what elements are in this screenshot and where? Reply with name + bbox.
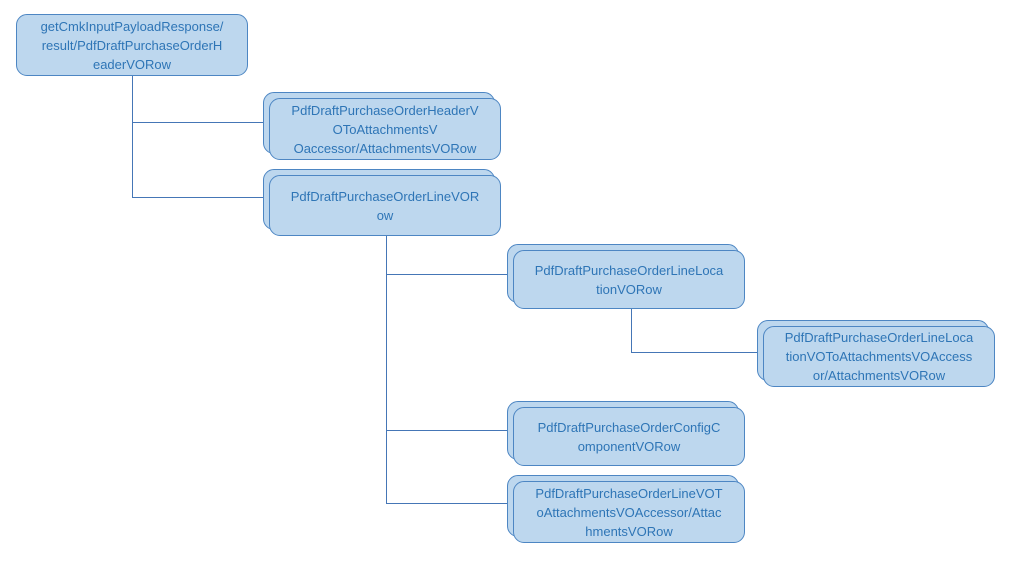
node-label: PdfDraftPurchaseOrderConfigC omponentVOR… [537,419,721,454]
node-shape[interactable]: getCmkInputPayloadResponse/ result/PdfDr… [16,14,248,76]
node-label: PdfDraftPurchaseOrderHeaderV OToAttachme… [291,102,479,156]
node-shape[interactable]: PdfDraftPurchaseOrderConfigC omponentVOR… [513,407,745,466]
connector-root-to-line [132,197,263,199]
connector-line-location-vertical [631,309,633,353]
connector-line-to-line-attachments [386,503,508,505]
node-shape[interactable]: PdfDraftPurchaseOrderLineLoca tionVOToAt… [763,326,995,387]
connector-root-vertical [132,76,134,198]
node-shape[interactable]: PdfDraftPurchaseOrderHeaderV OToAttachme… [269,98,501,160]
node-label: PdfDraftPurchaseOrderLineLoca tionVOToAt… [784,330,974,383]
node-shape[interactable]: PdfDraftPurchaseOrderLineLoca tionVORow [513,250,745,309]
node-label: PdfDraftPurchaseOrderLineVOR ow [290,188,480,223]
node-label: PdfDraftPurchaseOrderLineVOT oAttachment… [535,485,723,539]
node-shape[interactable]: PdfDraftPurchaseOrderLineVOT oAttachment… [513,481,745,543]
node-shape[interactable]: PdfDraftPurchaseOrderLineVOR ow [269,175,501,236]
node-label: PdfDraftPurchaseOrderLineLoca tionVORow [534,262,724,297]
connector-line-to-config-component [386,430,508,432]
connector-line-vertical [386,236,388,504]
connector-line-to-line-location [386,274,508,276]
node-label: getCmkInputPayloadResponse/ result/PdfDr… [40,18,224,72]
connector-root-to-header-attachments [132,122,263,124]
connector-location-to-attachments [631,352,757,354]
